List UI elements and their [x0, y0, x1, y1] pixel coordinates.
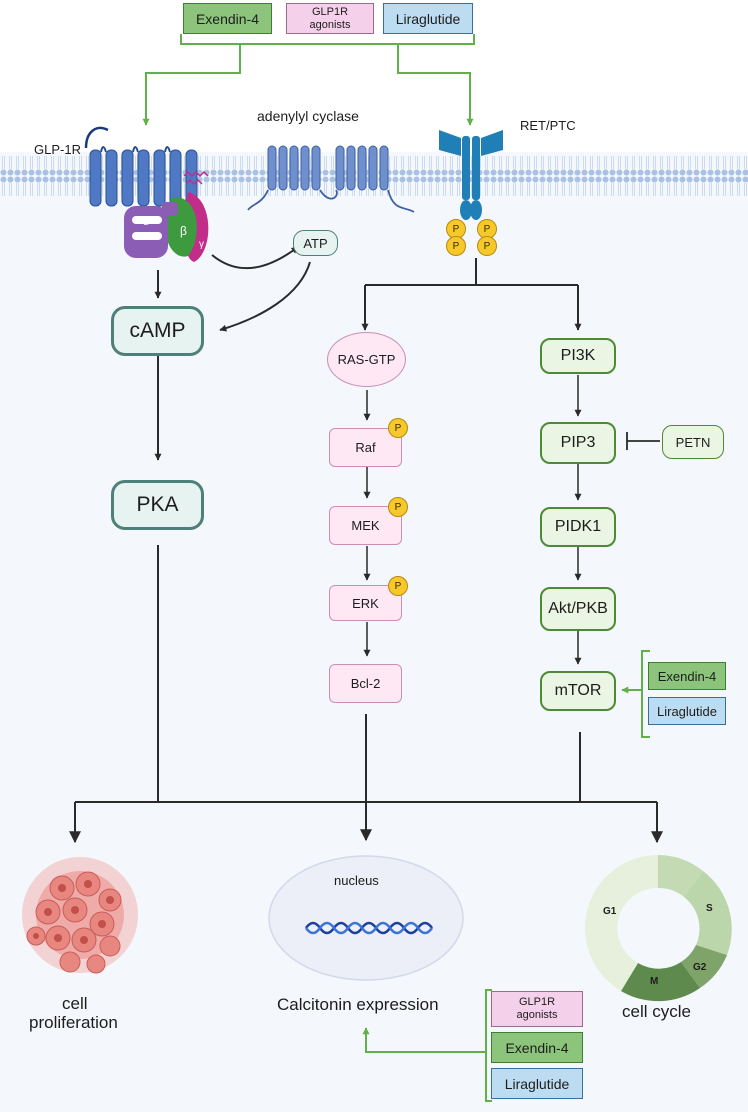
bcl2-node: Bcl-2: [329, 664, 402, 703]
liraglutide-label: Liraglutide: [395, 10, 461, 27]
mtor-node: mTOR: [540, 671, 616, 711]
exendin-4-bottom-box: Exendin-4: [491, 1032, 583, 1063]
glp1r-agonists-label: GLP1R agonists: [309, 5, 351, 31]
akt-pkb-node: Akt/PKB: [540, 587, 616, 631]
phase-s-label: S: [706, 903, 713, 914]
pip3-node: PIP3: [540, 422, 616, 464]
petn-inhibition: [626, 432, 660, 450]
pi3k-label: PI3K: [560, 347, 596, 364]
phase-g1-label: G1: [603, 906, 617, 917]
pip3-label: PIP3: [560, 434, 596, 451]
liraglutide-mtor-box: Liraglutide: [648, 697, 726, 725]
adenylyl-cyclase-icon: [247, 145, 415, 213]
atp-label: ATP: [303, 235, 328, 251]
cell-proliferation-icon: [22, 857, 138, 974]
erk-label: ERK: [352, 595, 379, 611]
g-protein-icon: [124, 170, 209, 262]
pidk1-label: PIDK1: [554, 518, 602, 535]
ret-ptc-receptor-icon: [439, 130, 503, 220]
extracellular-space: [0, 0, 748, 152]
nucleus-label: nucleus: [334, 873, 379, 888]
mek-phospho-badge: P: [388, 497, 408, 517]
raf-phospho-badge: P: [388, 418, 408, 438]
outcome-arrows: [69, 545, 663, 844]
ras-gtp-node: RAS-GTP: [327, 332, 406, 387]
ret-phospho-3: P: [446, 236, 466, 256]
camp-pathway-arrows: [154, 246, 311, 461]
phase-m-label: M: [650, 976, 659, 987]
glp1r-receptor-icon: [84, 126, 198, 207]
bcl2-label: Bcl-2: [350, 676, 381, 691]
erk-phospho-badge: P: [388, 576, 408, 596]
liraglutide-bottom-box: Liraglutide: [491, 1068, 583, 1099]
camp-node: cAMP: [111, 306, 204, 356]
petn-label: PETN: [675, 434, 711, 450]
camp-label: cAMP: [129, 319, 186, 342]
exendin-4-mtor-label: Exendin-4: [657, 668, 717, 684]
calcitonin-expression-label: Calcitonin expression: [277, 995, 439, 1014]
phase-g2-label: G2: [693, 962, 707, 973]
pidk1-node: PIDK1: [540, 507, 616, 547]
pka-node: PKA: [111, 480, 204, 530]
ras-gtp-label: RAS-GTP: [337, 352, 396, 367]
exendin-4-label: Exendin-4: [195, 10, 260, 27]
exendin-4-mtor-box: Exendin-4: [648, 662, 726, 690]
liraglutide-top-box: Liraglutide: [383, 3, 473, 34]
mtor-drug-bracket: [621, 650, 650, 738]
mtor-label: mTOR: [554, 682, 602, 699]
pka-label: PKA: [136, 493, 179, 516]
calcitonin-drug-bracket: [362, 989, 492, 1102]
pi3k-node: PI3K: [540, 338, 616, 374]
nucleus-icon: [268, 855, 464, 981]
cell-cycle-icon: [584, 854, 732, 1002]
exendin-4-top-box: Exendin-4: [183, 3, 272, 34]
glp1r-label: GLP-1R: [34, 142, 81, 157]
ret-fork-arrows: [361, 258, 582, 331]
cell-cycle-label: cell cycle: [622, 1002, 691, 1021]
glp1r-agonists-bottom-label: GLP1R agonists: [516, 996, 558, 1021]
liraglutide-mtor-label: Liraglutide: [657, 703, 717, 719]
g-alpha-label: α: [143, 217, 149, 228]
atp-node: ATP: [293, 230, 338, 256]
mek-label: MEK: [351, 518, 380, 533]
g-gamma-label: γ: [199, 239, 204, 250]
glp1r-agonists-bottom-box: GLP1R agonists: [491, 991, 583, 1027]
drug-bracket-top: [142, 34, 475, 126]
cell-proliferation-label-line2: proliferation: [29, 1013, 118, 1032]
g-beta-label: β: [180, 224, 187, 238]
raf-label: Raf: [355, 440, 376, 455]
akt-pkb-label: Akt/PKB: [548, 600, 608, 617]
petn-node: PETN: [662, 425, 724, 459]
liraglutide-bottom-label: Liraglutide: [504, 1075, 570, 1092]
glp1r-agonists-top-box: GLP1R agonists: [286, 3, 374, 34]
ret-ptc-label: RET/PTC: [520, 118, 576, 133]
adenylyl-cyclase-label: adenylyl cyclase: [257, 108, 359, 124]
dna-icon: [304, 921, 434, 935]
ret-phospho-4: P: [477, 236, 497, 256]
exendin-4-bottom-label: Exendin-4: [505, 1039, 569, 1056]
cell-proliferation-label-line1: cell: [62, 994, 88, 1013]
